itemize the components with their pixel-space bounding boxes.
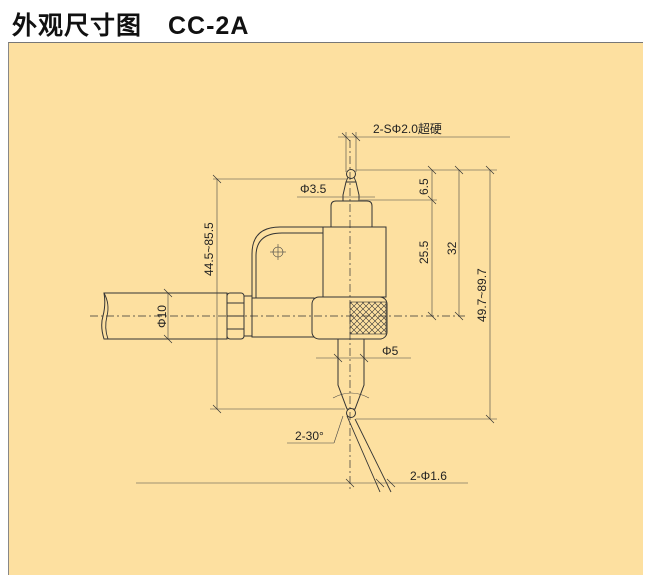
- body-length-label: 25.5: [417, 240, 431, 264]
- lower-stem: [337, 338, 365, 410]
- bracket: [251, 226, 324, 299]
- upper-stylus-ball: [346, 169, 356, 179]
- horizontal-arm: [251, 297, 315, 338]
- tip-diameter-label: Φ3.5: [300, 182, 327, 196]
- tip-length-label: 6.5: [417, 178, 431, 195]
- overall-range-label: 49.7~89.7: [475, 268, 489, 322]
- lower-stylus-ball: [346, 408, 356, 418]
- crosshair-icon: [270, 244, 286, 260]
- page-title: 外观尺寸图 CC-2A: [12, 12, 250, 40]
- cable-diameter-label: Φ10: [155, 305, 169, 328]
- stem-diameter-label: Φ5: [382, 344, 399, 358]
- upper-body: [330, 200, 373, 228]
- cone-angle-label: 2-30°: [295, 429, 324, 443]
- upper-total-label: 32: [445, 241, 459, 255]
- left-range-label: 44.5~85.5: [202, 222, 216, 276]
- stylus-ball-label: 2-SΦ2.0超硬: [373, 121, 442, 136]
- main-body: [322, 226, 387, 298]
- knurled-nut: [311, 296, 388, 340]
- wire-diameter-label: 2-Φ1.6: [410, 469, 447, 483]
- upper-tip: [342, 181, 360, 202]
- dimension-lines: [136, 132, 510, 488]
- lower-wires: [346, 415, 392, 493]
